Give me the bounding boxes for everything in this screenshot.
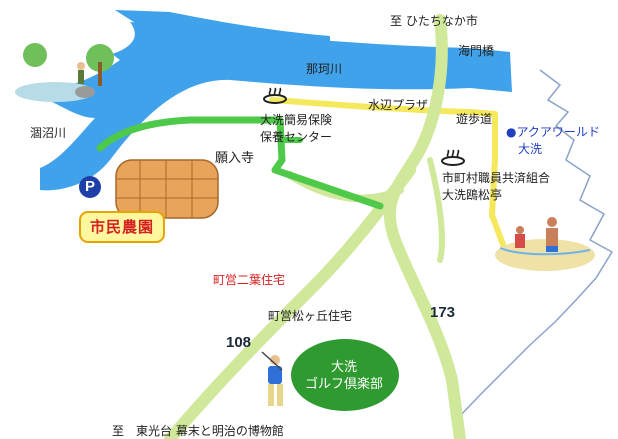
golf-course [291,339,399,411]
golfer-illustration [261,351,283,406]
label-matsugaoka-jutaku: 町営松ヶ丘住宅 [268,309,353,323]
local-road-2 [427,157,445,263]
green-road [96,116,384,210]
farm-plots [115,159,219,219]
label-ganyuji: 願入寺 [215,151,255,166]
label-kumiai: 市町村職員共済組合 大洗鴎松亭 [442,171,551,202]
fishing-scene-illustration [15,43,114,102]
beach-illustration [495,217,595,271]
coastline [457,69,614,419]
route-108-label: 108 [226,334,252,351]
label-golf-club: 大洗 ゴルフ倶楽部 [304,360,383,392]
label-aquaworld: ●アクアワールド 大洗 [506,125,600,156]
nakagawa-river [40,22,512,191]
route-173-label: 173 [430,304,456,321]
route-108-road [164,164,416,439]
onsen-icon [263,87,287,104]
nakagawa-river-upper [115,10,330,48]
label-nakagawa: 那珂川 [306,62,343,76]
label-futaba-jutaku: 町営二葉住宅 [213,273,286,287]
yuhodo-path [269,97,508,253]
label-mizube-plaza: 水辺プラザ [368,98,429,112]
parking-icon: P [79,176,101,198]
label-kaimonbashi: 海門橋 [458,44,495,58]
route-173-road [383,14,466,439]
label-to-tokodai: 至 東光台 幕末と明治の博物館 [112,424,284,438]
label-to-hitachinaka: 至 ひたちなか市 [390,14,478,28]
label-shimin-noen: 市民農園 [79,211,165,243]
label-hinumagawa: 涸沼川 [30,126,67,140]
label-yuhodo: 遊歩道 [456,112,493,126]
onsen-icon [441,149,465,166]
label-hoken-center: 大洗簡易保険 保養センター [260,113,333,144]
